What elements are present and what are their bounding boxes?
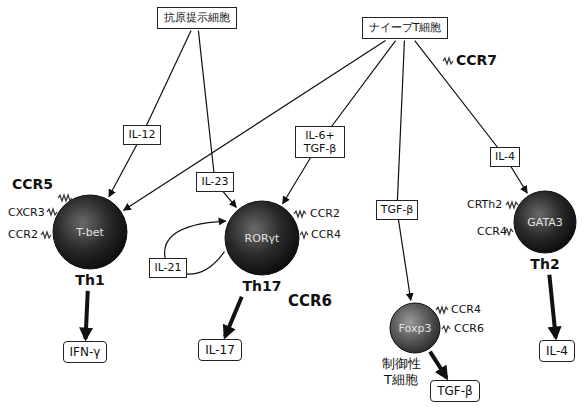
cytokine-output: IL-4: [539, 340, 575, 362]
transcription-factor: GATA3: [513, 190, 577, 254]
transcription-factor-text: T-bet: [76, 226, 104, 239]
cell-body: [514, 191, 576, 253]
secretion-arrow: [225, 297, 242, 337]
cell-body: [53, 195, 127, 269]
cell-name: Th2: [503, 256, 585, 273]
receptor-label: CCR4: [477, 225, 507, 238]
cell-circle: Foxp3制御性 T細胞: [389, 302, 441, 354]
receptor-symbol: [436, 307, 448, 313]
secretion-arrow: [86, 291, 88, 339]
box-text: TGF-β: [437, 384, 473, 398]
receptor-label: CXCR3: [8, 206, 45, 219]
cell-box: 抗原提示細胞: [157, 7, 237, 28]
receptor-label: CCR5: [12, 176, 53, 193]
differentiation-arrow: [283, 41, 396, 204]
box-text: IL-17: [205, 343, 235, 357]
receptor-symbol: [300, 232, 308, 238]
receptor-squiggles: [41, 58, 518, 332]
cell-circle: GATA3Th2: [513, 190, 577, 254]
cytokine-output: IFN-γ: [63, 341, 108, 363]
secretion-arrow: [549, 275, 555, 338]
box-text: IL-4: [546, 344, 568, 358]
receptor-symbol: [47, 209, 57, 215]
box-text: 抗原提示細胞: [164, 11, 230, 24]
cell-circle: T-betTh1: [52, 194, 128, 270]
cell-box: ナイーブT細胞: [362, 17, 449, 38]
cytokine-label: TGF-β: [376, 200, 419, 219]
receptor-label: CRTh2: [467, 198, 502, 211]
cytokine-label: IL-6+ TGF-β: [295, 126, 345, 158]
receptor-symbol: [443, 58, 453, 64]
transcription-factor: Foxp3: [389, 302, 441, 354]
transcription-factor: T-bet: [52, 194, 128, 270]
differentiation-arrow: [415, 41, 527, 193]
cytokine-label: IL-4: [490, 147, 520, 166]
transcription-factor-text: RORγt: [245, 232, 280, 245]
cytokine-label: IL-12: [123, 125, 160, 144]
receptor-label: CCR2: [8, 228, 38, 241]
receptor-symbol: [58, 195, 72, 201]
cell-body: [390, 303, 440, 353]
receptor-symbol: [294, 211, 306, 217]
transcription-factor-text: Foxp3: [399, 322, 432, 335]
cell-name: Th1: [42, 272, 138, 289]
cytokine-output: TGF-β: [430, 380, 480, 402]
receptor-symbol: [442, 326, 450, 332]
cytokine-label: IL-21: [149, 258, 186, 277]
cell-name: 制御性 T細胞: [377, 356, 425, 387]
secretion-arrow: [430, 352, 447, 378]
differentiation-arrow: [109, 31, 191, 197]
cell-body: [225, 201, 299, 275]
cell-circle: RORγtTh17: [224, 200, 300, 276]
receptor-label: CCR6: [454, 322, 484, 335]
box-text: IFN-γ: [70, 345, 101, 359]
differentiation-arrow: [397, 41, 411, 301]
receptor-label: CCR4: [311, 228, 341, 241]
receptor-label: CCR7: [456, 52, 497, 69]
transcription-factor: RORγt: [224, 200, 300, 276]
box-text: ナイーブT細胞: [369, 21, 442, 34]
cytokine-output: IL-17: [198, 339, 242, 361]
receptor-symbol: [41, 232, 51, 238]
receptor-label: CCR2: [310, 207, 340, 220]
receptor-label: CCR4: [451, 303, 481, 316]
receptor-symbol: [506, 202, 518, 208]
receptor-label: CCR6: [288, 292, 332, 310]
transcription-factor-text: GATA3: [527, 216, 563, 229]
cytokine-label: IL-23: [196, 172, 233, 191]
differentiation-arrow: [124, 41, 386, 211]
